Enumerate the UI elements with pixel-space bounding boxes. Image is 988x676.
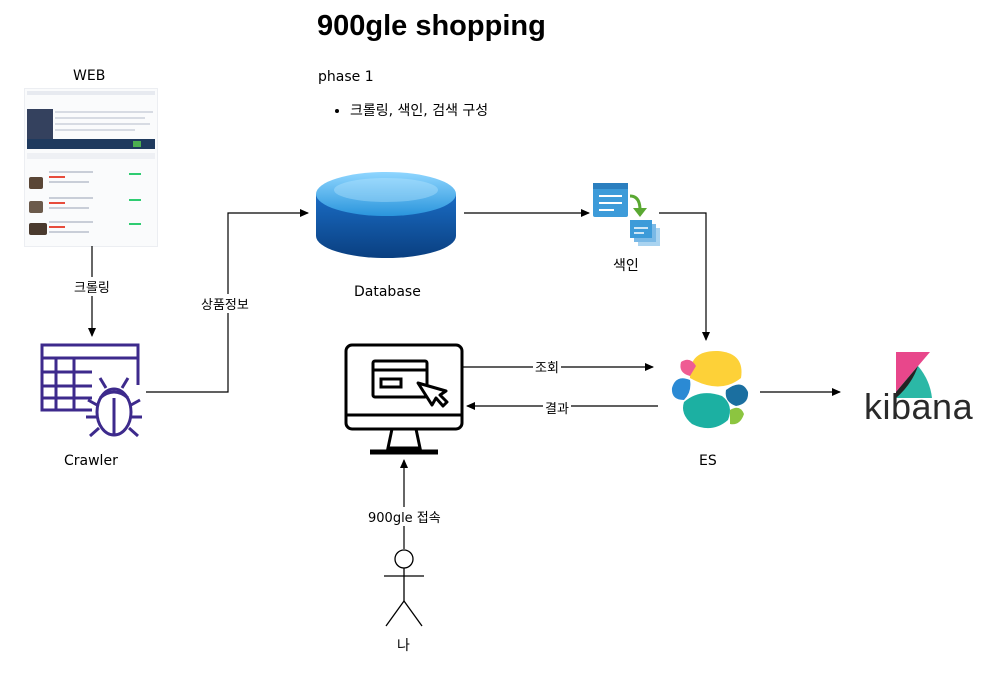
- web-page-thumbnail: [24, 88, 158, 247]
- kibana-logo-mark: [896, 352, 932, 398]
- crawler-label: Crawler: [64, 453, 118, 469]
- monitor-icon: [344, 343, 464, 455]
- edge-label-access: 900gle 접속: [366, 507, 443, 526]
- web-label: WEB: [73, 68, 106, 84]
- crawler-icon: [40, 343, 142, 438]
- edge-label-crawl: 크롤링: [72, 277, 112, 296]
- database-icon: [316, 172, 456, 258]
- edge-index-to-es: [659, 212, 710, 341]
- page-title: 900gle shopping: [317, 10, 546, 42]
- phase-bullets: 크롤링, 색인, 검색 구성: [330, 100, 488, 120]
- elasticsearch-logo: [671, 350, 749, 429]
- index-label: 색인: [613, 258, 639, 274]
- user-figure-icon: [384, 549, 424, 627]
- es-label: ES: [699, 453, 717, 469]
- index-icon: [593, 183, 660, 246]
- user-label: 나: [397, 638, 410, 654]
- edge-label-result: 결과: [543, 398, 571, 417]
- edge-label-product-info: 상품정보: [199, 294, 251, 313]
- bullet-item: 크롤링, 색인, 검색 구성: [350, 100, 488, 120]
- edge-label-query: 조회: [533, 357, 561, 376]
- kibana-logo-text: kibana: [864, 386, 974, 427]
- phase-label: phase 1: [318, 69, 374, 85]
- database-label: Database: [354, 284, 421, 300]
